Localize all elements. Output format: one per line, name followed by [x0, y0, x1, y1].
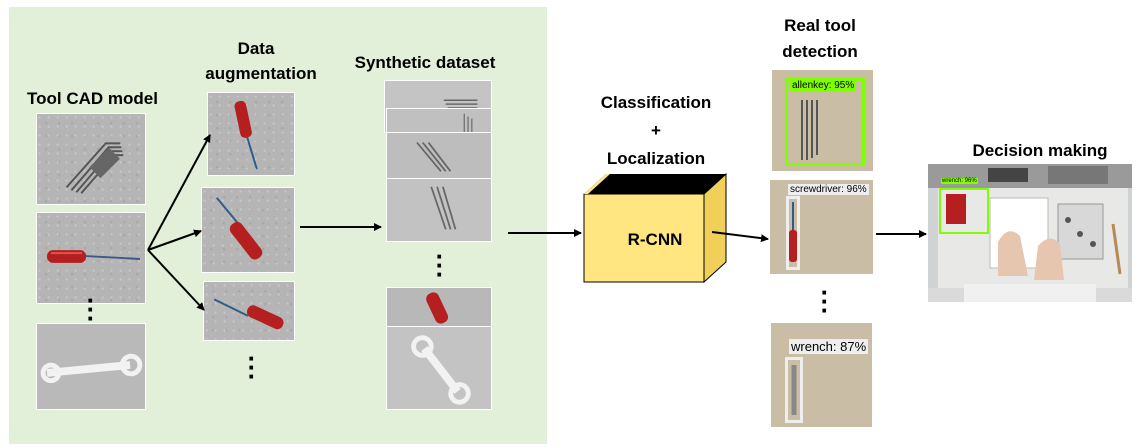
localization-label: Localization — [606, 149, 706, 168]
data-augmentation-label-line1: Data — [237, 39, 275, 58]
cad-screwdriver-image — [36, 212, 146, 304]
detection-allenkey-image: allenkey: 95% — [772, 70, 873, 171]
vertical-ellipsis-icon: ··· — [435, 241, 445, 289]
detection-tag: allenkey: 95% — [790, 80, 857, 91]
augmented-image-3 — [203, 281, 295, 341]
data-augmentation-label-line2: augmentation — [205, 64, 317, 83]
rcnn-label: R-CNN — [627, 230, 683, 249]
detection-tag: screwdriver: 96% — [788, 184, 869, 195]
classification-label: Classification — [600, 93, 712, 112]
vertical-ellipsis-icon: ··· — [86, 285, 96, 333]
cad-allenkey-image — [36, 113, 146, 205]
detection-bbox — [785, 357, 803, 423]
decision-making-label: Decision making — [972, 141, 1108, 160]
synthetic-image-3 — [386, 132, 492, 180]
synthetic-image-4 — [386, 178, 492, 242]
detection-tag: wrench: 96% — [941, 178, 978, 184]
detection-tag: wrench: 87% — [789, 339, 869, 354]
synthetic-dataset-label: Synthetic dataset — [354, 53, 496, 72]
vertical-ellipsis-icon: ··· — [247, 343, 257, 391]
decision-making-image: wrench: 96% — [928, 164, 1132, 302]
real-tool-label-line2: detection — [782, 42, 858, 61]
detection-bbox — [786, 196, 800, 270]
synthetic-image-5 — [386, 287, 492, 329]
rcnn-box — [583, 172, 727, 284]
synthetic-image-6 — [386, 326, 492, 410]
real-tool-label-line1: Real tool — [784, 16, 856, 35]
augmented-image-1 — [207, 92, 295, 176]
detection-wrench-image: wrench: 87% — [771, 323, 872, 427]
vertical-ellipsis-icon: ··· — [820, 277, 830, 325]
detection-bbox — [785, 78, 865, 166]
detection-screwdriver-image: screwdriver: 96% — [770, 180, 873, 274]
cad-wrench-image — [36, 323, 146, 410]
tool-cad-model-label: Tool CAD model — [27, 89, 158, 108]
augmented-image-2 — [201, 187, 295, 273]
plus-label: + — [651, 121, 661, 140]
